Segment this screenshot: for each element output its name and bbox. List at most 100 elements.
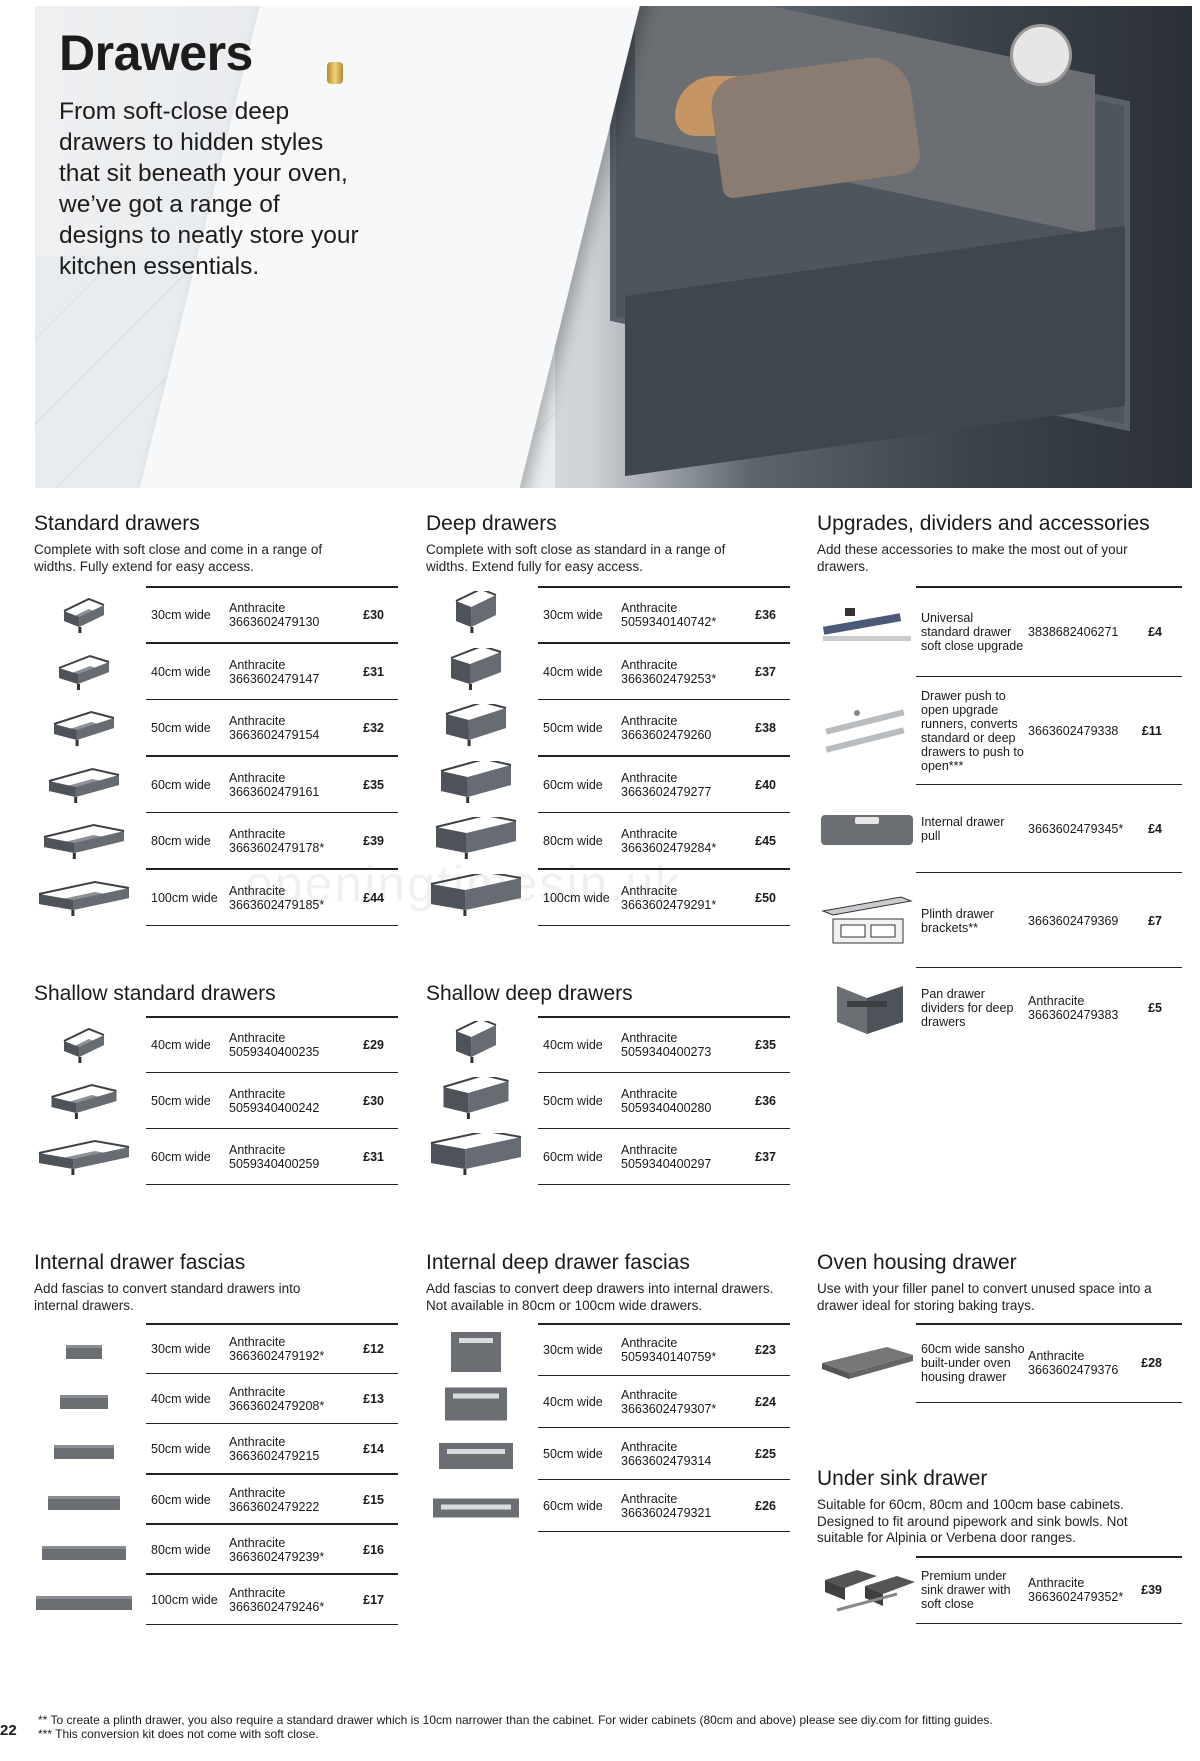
accessory-row[interactable]: Pan drawer dividers for deep drawers Ant… — [817, 968, 1182, 1048]
accessory-row[interactable]: Internal drawer pull 3663602479345* £4 — [817, 785, 1182, 873]
divider — [146, 698, 398, 700]
product-price: £39 — [1141, 1583, 1162, 1597]
divider — [146, 868, 398, 870]
deep-drawer-row[interactable]: 30cm wide Anthracite 5059340140742* £36 — [426, 587, 790, 644]
product-price: £29 — [363, 1038, 384, 1052]
product-colour-code: Anthracite 3663602479260 — [621, 714, 711, 742]
product-colour: Anthracite — [229, 1586, 286, 1601]
deep-drawer-image — [426, 873, 526, 922]
product-code: 3663602479291* — [621, 897, 717, 912]
product-size: 100cm wide — [543, 890, 610, 905]
product-code: 5059340400259 — [229, 1157, 320, 1171]
shallow-standard-drawer-image — [34, 1021, 134, 1069]
standard-drawer-row[interactable]: 80cm wide Anthracite 3663602479178* £39 — [34, 813, 398, 870]
deep-fascias-title: Internal deep drawer fascias — [426, 1251, 690, 1274]
standard-drawer-row[interactable]: 60cm wide Anthracite 3663602479161 £35 — [34, 757, 398, 813]
fascia-row[interactable]: 100cm wide Anthracite 3663602479246* £17 — [34, 1575, 398, 1627]
product-price: £14 — [363, 1442, 384, 1457]
product-price: £4 — [1148, 625, 1162, 639]
fascia-row[interactable]: 60cm wide Anthracite 3663602479222 £15 — [34, 1475, 398, 1525]
product-size: 80cm wide — [151, 1542, 211, 1557]
standard-drawer-row[interactable]: 30cm wide Anthracite 3663602479130 £30 — [34, 587, 398, 644]
product-price: £30 — [363, 608, 384, 623]
divider — [146, 1523, 398, 1525]
accessories-desc: Add these accessories to make the most o… — [817, 542, 1128, 574]
product-size: 40cm wide — [151, 1392, 211, 1407]
product-code: 3663602479154 — [229, 728, 320, 743]
product-price: £37 — [755, 664, 776, 679]
deep-fascia-row[interactable]: 30cm wide Anthracite 5059340140759* £23 — [426, 1324, 790, 1376]
oven-drawer-row[interactable]: 60cm wide sansho built-under oven housin… — [817, 1323, 1182, 1403]
deep-fascia-image — [426, 1484, 526, 1532]
divider — [916, 1622, 1182, 1624]
fascia-row[interactable]: 80cm wide Anthracite 3663602479239* £16 — [34, 1525, 398, 1575]
divider — [538, 1478, 790, 1480]
divider — [916, 871, 1182, 873]
standard-drawer-row[interactable]: 40cm wide Anthracite 3663602479147 £31 — [34, 644, 398, 700]
shallow-deep-drawer-row[interactable]: 60cm wide Anthracite 5059340400297 £37 — [426, 1129, 790, 1185]
standard-drawer-row[interactable]: 100cm wide Anthracite 3663602479185* £44 — [34, 870, 398, 926]
fascia-image — [34, 1579, 134, 1627]
standard-drawers-desc: Complete with soft close and come in a r… — [34, 542, 323, 574]
product-size: 40cm wide — [543, 664, 603, 679]
shallow-standard-drawer-row[interactable]: 40cm wide Anthracite 5059340400235 £29 — [34, 1017, 398, 1073]
product-name: 60cm wide sansho built-under oven housin… — [921, 1342, 1025, 1384]
fascia-row[interactable]: 40cm wide Anthracite 3663602479208* £13 — [34, 1374, 398, 1425]
accessory-row[interactable]: Universal standard drawer soft close upg… — [817, 587, 1182, 677]
page-number: 22 — [0, 1722, 17, 1739]
product-price: £50 — [755, 890, 776, 905]
product-size: 40cm wide — [543, 1038, 603, 1052]
shallow-deep-drawer-image — [426, 1021, 526, 1069]
standard-drawer-image — [34, 817, 134, 865]
divider — [916, 1556, 1182, 1558]
product-colour: Anthracite — [621, 827, 678, 842]
deep-fascia-row[interactable]: 60cm wide Anthracite 3663602479321 £26 — [426, 1480, 790, 1532]
shallow-standard-drawer-row[interactable]: 60cm wide Anthracite 5059340400259 £31 — [34, 1129, 398, 1185]
shallow-standard-drawer-row[interactable]: 50cm wide Anthracite 5059340400242 £30 — [34, 1073, 398, 1129]
deep-fascia-image — [426, 1432, 526, 1480]
product-colour-code: Anthracite 3663602479178* — [229, 827, 324, 855]
deep-drawer-row[interactable]: 60cm wide Anthracite 3663602479277 £40 — [426, 757, 790, 813]
product-colour: Anthracite — [229, 770, 286, 785]
divider — [146, 586, 398, 588]
divider — [538, 1374, 790, 1376]
fascia-image — [34, 1428, 134, 1476]
standard-drawer-row[interactable]: 50cm wide Anthracite 3663602479154 £32 — [34, 700, 398, 757]
deep-fascia-row[interactable]: 50cm wide Anthracite 3663602479314 £25 — [426, 1428, 790, 1480]
product-code: 5059340400235 — [229, 1045, 320, 1059]
accessory-row[interactable]: Drawer push to open upgrade runners, con… — [817, 677, 1182, 785]
shallow-deep-drawer-row[interactable]: 40cm wide Anthracite 5059340400273 £35 — [426, 1017, 790, 1073]
divider — [538, 924, 790, 926]
deep-drawer-row[interactable]: 80cm wide Anthracite 3663602479284* £45 — [426, 813, 790, 870]
deep-drawers-title: Deep drawers — [426, 512, 557, 535]
deep-drawer-row[interactable]: 100cm wide Anthracite 3663602479291* £50 — [426, 870, 790, 926]
product-colour: Anthracite — [229, 1087, 286, 1101]
product-colour-code: Anthracite 3663602479222 — [229, 1486, 319, 1514]
product-code: 5059340400280 — [621, 1101, 712, 1115]
product-code: 3838682406271 — [1028, 625, 1119, 639]
shallow-standard-drawer-image — [34, 1133, 134, 1181]
accessory-row[interactable]: Plinth drawer brackets** 3663602479369 £… — [817, 873, 1182, 968]
under-sink-row[interactable]: Premium under sink drawer with soft clos… — [817, 1556, 1182, 1624]
product-price: £32 — [363, 721, 384, 736]
product-code: 3663602479130 — [229, 615, 320, 630]
shallow-deep-drawer-row[interactable]: 50cm wide Anthracite 5059340400280 £36 — [426, 1073, 790, 1129]
product-price: £35 — [755, 1038, 776, 1052]
product-code: 3663602479215 — [229, 1449, 320, 1464]
product-colour-code: Anthracite 5059340140742* — [621, 601, 716, 629]
deep-drawers-desc: Complete with soft close as standard in … — [426, 542, 726, 574]
product-colour-code: Anthracite 3663602479208* — [229, 1385, 324, 1413]
product-colour-code: Anthracite 3663602479253* — [621, 658, 716, 686]
deep-fascia-row[interactable]: 40cm wide Anthracite 3663602479307* £24 — [426, 1376, 790, 1428]
product-code: Anthracite 3663602479383 — [1028, 994, 1119, 1022]
standard-drawer-image — [34, 874, 134, 922]
deep-drawer-row[interactable]: 50cm wide Anthracite 3663602479260 £38 — [426, 700, 790, 757]
deep-drawer-image — [426, 817, 526, 865]
fascia-row[interactable]: 50cm wide Anthracite 3663602479215 £14 — [34, 1424, 398, 1476]
product-colour-code: Anthracite 3663602479307* — [621, 1388, 716, 1416]
product-code: 5059340140759* — [621, 1350, 717, 1364]
thermometer-dial — [1010, 24, 1072, 86]
deep-drawer-row[interactable]: 40cm wide Anthracite 3663602479253* £37 — [426, 644, 790, 700]
deep-fascias-desc: Add fascias to convert deep drawers into… — [426, 1281, 774, 1313]
fascia-row[interactable]: 30cm wide Anthracite 3663602479192* £12 — [34, 1324, 398, 1375]
